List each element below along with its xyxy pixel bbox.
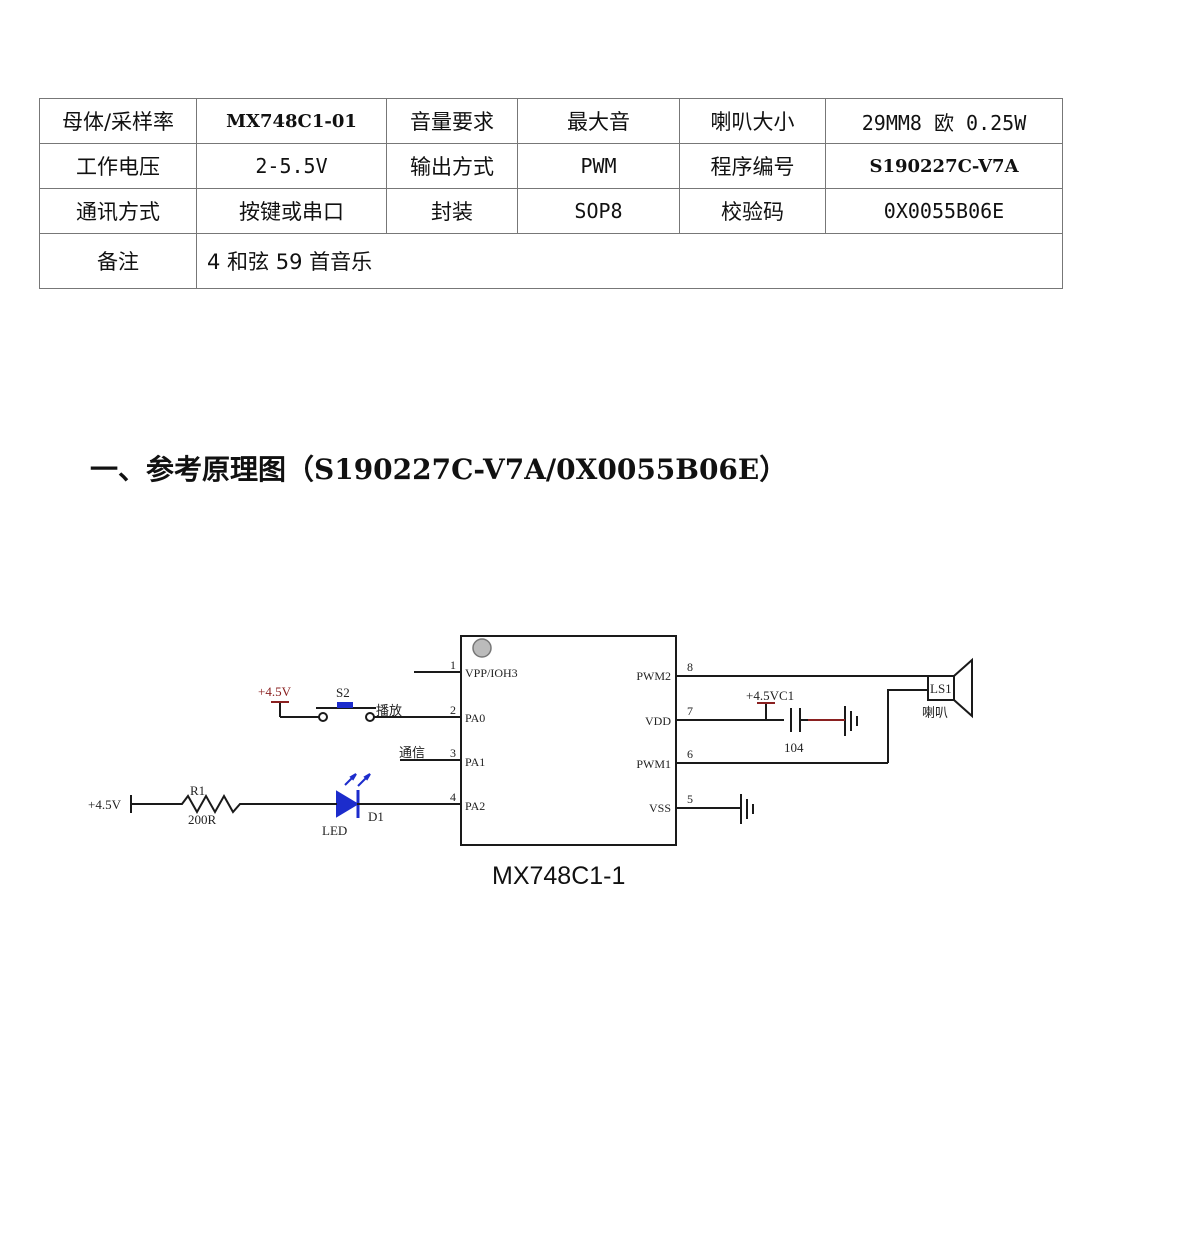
- cell-value: 按键或串口: [196, 188, 387, 234]
- pin-7-num: 7: [687, 704, 693, 718]
- resistor-ref-label: R1: [190, 783, 205, 798]
- table-row: 工作电压 2-5.5V 输出方式 PWM 程序编号 S190227C-V7A: [39, 143, 1063, 189]
- pin-6-name: PWM1: [636, 757, 671, 771]
- led-symbol: [330, 773, 371, 818]
- pin-2-num: 2: [450, 703, 456, 717]
- cell-value: PWM: [517, 143, 680, 189]
- table-row: 母体/采样率 MX748C1-01 音量要求 最大音 喇叭大小 29MM8 欧 …: [39, 98, 1063, 144]
- section-title: 一、参考原理图（S190227C-V7A/0X0055B06E）: [90, 453, 788, 486]
- cell-value: 最大音: [517, 98, 680, 144]
- cell-label: 音量要求: [386, 98, 518, 144]
- pin-1-num: 1: [450, 658, 456, 672]
- capacitor-ref-label: +4.5VC1: [746, 688, 794, 703]
- schematic-diagram: 1 2 3 4 8 7 6 5 VPP/IOH3 PA0 PA1 PA2 PWM…: [88, 635, 973, 890]
- cell-value: MX748C1-01: [196, 98, 387, 144]
- pin-5-num: 5: [687, 792, 693, 806]
- pin-1-name: VPP/IOH3: [465, 666, 518, 680]
- pin-8-num: 8: [687, 660, 693, 674]
- table-row: 通讯方式 按键或串口 封装 SOP8 校验码 0X0055B06E: [39, 188, 1063, 234]
- cell-value: 0X0055B06E: [825, 188, 1063, 234]
- pin-4-num: 4: [450, 790, 456, 804]
- led-ref-label: D1: [368, 809, 384, 824]
- cell-value: S190227C-V7A: [825, 143, 1063, 189]
- remark-value: 4 和弦 59 首音乐: [196, 233, 1063, 289]
- speaker-label: 喇叭: [922, 705, 948, 720]
- pin-3-name: PA1: [465, 755, 485, 769]
- table-row-remark: 备注 4 和弦 59 首音乐: [39, 233, 1063, 289]
- cell-label: 程序编号: [679, 143, 826, 189]
- cell-label: 校验码: [679, 188, 826, 234]
- cell-label: 喇叭大小: [679, 98, 826, 144]
- resistor-supply-label: +4.5V: [88, 797, 122, 812]
- pin-6-num: 6: [687, 747, 693, 761]
- cell-label: 母体/采样率: [39, 98, 197, 144]
- led-type-label: LED: [322, 823, 347, 838]
- speaker-ref-label: LS1: [930, 681, 952, 696]
- play-net-label: 播放: [376, 703, 402, 718]
- cell-label: 通讯方式: [39, 188, 197, 234]
- pin-7-name: VDD: [645, 714, 671, 728]
- pin-8-name: PWM2: [636, 669, 671, 683]
- capacitor-value-label: 104: [784, 740, 804, 755]
- switch-ref-label: S2: [336, 685, 350, 700]
- pin-2-name: PA0: [465, 711, 485, 725]
- pin-5-name: VSS: [649, 801, 671, 815]
- cell-value: 29MM8 欧 0.25W: [825, 98, 1063, 144]
- cell-value: 2-5.5V: [196, 143, 387, 189]
- remark-label: 备注: [39, 233, 197, 289]
- pin-3-num: 3: [450, 746, 456, 760]
- comm-net-label: 通信: [399, 745, 425, 760]
- switch-supply-label: +4.5V: [258, 684, 292, 699]
- cell-label: 工作电压: [39, 143, 197, 189]
- chip-pin1-marker: [472, 638, 492, 658]
- chip-body: [460, 635, 677, 846]
- cell-label: 封装: [386, 188, 518, 234]
- cell-label: 输出方式: [386, 143, 518, 189]
- cell-value: SOP8: [517, 188, 680, 234]
- resistor-value-label: 200R: [188, 812, 217, 827]
- spec-table: 母体/采样率 MX748C1-01 音量要求 最大音 喇叭大小 29MM8 欧 …: [39, 98, 1063, 289]
- speaker-return-wire: [887, 689, 928, 763]
- chip-name-label: MX748C1-1: [492, 862, 625, 890]
- pin-4-name: PA2: [465, 799, 485, 813]
